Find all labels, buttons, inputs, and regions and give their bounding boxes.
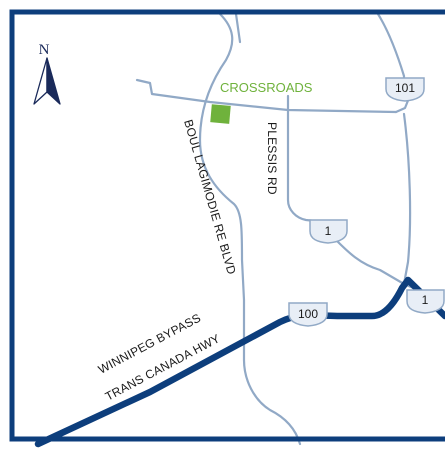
road-winnipeg-bypass — [34, 276, 445, 448]
road-route-101 — [376, 12, 412, 286]
route-shield-icon — [406, 289, 445, 314]
road-plessis — [286, 94, 328, 224]
north-arrow: N — [33, 42, 61, 105]
road-lagimodiere — [198, 12, 302, 446]
road-north-minor — [234, 12, 242, 44]
crossroads-label: CROSSROADS — [220, 80, 313, 95]
route-shield-1-right: 1 — [406, 289, 445, 314]
route-shield-icon — [309, 219, 348, 244]
road-crossroads-horizontal — [135, 78, 398, 114]
road-plessis-south — [334, 238, 406, 286]
shield-label-101: 101 — [395, 81, 415, 95]
shield-label-1-middle: 1 — [325, 224, 332, 238]
shield-label-100: 100 — [298, 307, 318, 321]
north-letter: N — [39, 42, 50, 58]
highway-bypass — [34, 276, 445, 448]
crossroads-landmark: CROSSROADS — [210, 80, 313, 124]
map-frame — [9, 9, 445, 442]
shield-label-1-right: 1 — [422, 293, 429, 307]
route-shield-icon — [385, 77, 425, 102]
route-shield-icon — [288, 302, 328, 327]
route-shield-101: 101 — [385, 77, 425, 102]
north-arrow-icon — [33, 57, 61, 105]
street-label-plessis: PLESSIS RD — [265, 122, 279, 195]
square-marker-icon — [210, 104, 231, 124]
route-shield-1-middle: 1 — [309, 219, 348, 244]
route-shield-100: 100 — [288, 302, 328, 327]
